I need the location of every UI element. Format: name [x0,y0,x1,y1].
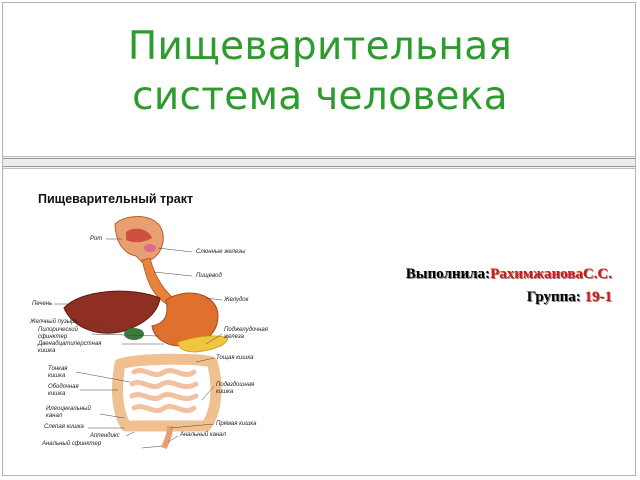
title-divider [3,156,635,169]
label-appendix: Аппендикс [90,433,120,439]
label-stomach: Желудок [224,297,249,303]
digestive-illustration [54,216,229,450]
label-esophagus: Пищевод [196,273,222,279]
label-pancreas-1: Поджелудочная [224,327,268,333]
diagram-title: Пищеварительный тракт [38,192,194,206]
label-pancreas-2: железа [224,334,244,340]
label-ileum-2: кишка [216,389,234,395]
title-line-2: система человека [132,74,508,119]
label-duodenum-1: Двенадцатиперстная [38,341,102,347]
label-ileocecal-1: Илеоцекальный [46,406,91,412]
label-transverse-1: Ободочная [48,384,79,390]
label-pyloric-1: Пилорический [38,327,78,333]
label-ileum-1: Подвздошная [216,382,255,388]
group-value: 19-1 [584,289,613,305]
label-small-intestine-1: Тонкая [48,366,68,372]
author-name: РахимжановаС.С. [490,266,612,282]
title-line-1: Пищеварительная [127,24,513,69]
label-liver: Печень [32,301,53,307]
label-anal-sphincter: Анальный сфинктер [42,441,102,447]
label-duodenum-2: кишка [38,348,56,354]
label-pyloric-2: сфинктер [38,334,68,340]
digestive-tract-diagram: Рот Слюнные железы Пищевод Желудок Печен… [30,186,286,450]
group-line: Группа: 19-1 [527,289,612,306]
author-label: Выполнила: [405,266,491,282]
group-label: Группа: [526,289,585,305]
author-line: Выполнила:РахимжановаС.С. [406,266,612,283]
label-mouth: Рот [90,236,103,242]
label-anal-canal: Анальный канал [180,432,226,438]
label-rectum: Прямая кишка [216,421,257,427]
label-ileocecal-2: канал [46,413,63,419]
label-gallbladder: Желчный пузырь [30,319,78,325]
label-salivary: Слюнные железы [196,249,246,255]
label-transverse-2: кишка [48,391,66,397]
label-cecum: Слепая кишка [44,424,84,430]
slide-title: Пищеварительная система человека [0,22,640,122]
label-small-intestine-2: кишка [48,373,66,379]
label-jejunum: Тощая кишка [216,355,254,361]
